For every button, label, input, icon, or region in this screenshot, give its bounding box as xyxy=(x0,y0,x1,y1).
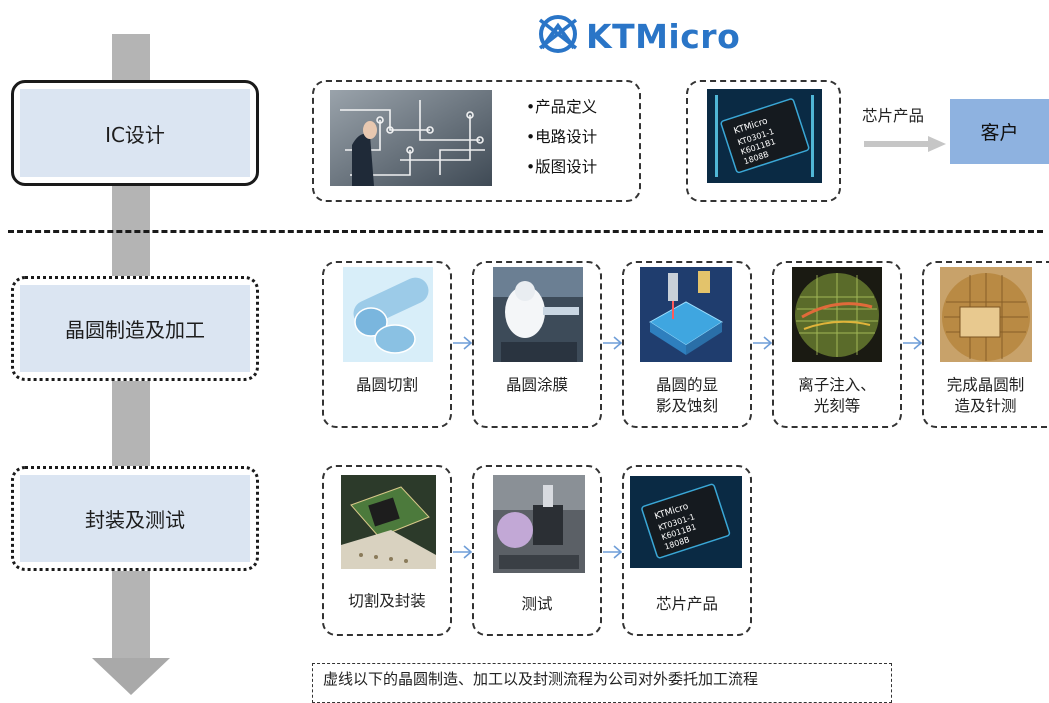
stage-label: IC设计 xyxy=(20,89,250,177)
wafer-step-label-line: 造及针测 xyxy=(954,397,1017,415)
wafer-coating-image xyxy=(493,267,583,362)
wafer-step-label-line: 晶圆切割 xyxy=(355,376,418,394)
bullet-item: •产品定义 xyxy=(526,98,598,116)
stage-label: 晶圆制造及加工 xyxy=(20,285,250,372)
package-step-label: 芯片产品 xyxy=(622,594,752,615)
flow-arrow-icon xyxy=(453,335,473,354)
ion-implant-wafer-image xyxy=(792,267,882,362)
wafer-step-label-line: 影及蚀刻 xyxy=(655,397,718,415)
wafer-step-label-line: 完成晶圆制 xyxy=(946,376,1025,394)
bullet-item: •电路设计 xyxy=(526,128,598,146)
testing-image xyxy=(493,475,585,573)
wafer-step-label-line: 晶圆涂膜 xyxy=(505,376,568,394)
circuit-design-image xyxy=(330,90,492,186)
wafer-slicing-image xyxy=(343,267,433,362)
wafer-step-label: 离子注入、 光刻等 xyxy=(772,375,902,417)
flow-arrow-icon xyxy=(753,335,773,354)
flow-arrow-icon xyxy=(903,335,923,354)
stage-packaging-testing: 封装及测试 xyxy=(11,466,259,571)
flow-arrow-icon xyxy=(603,544,623,563)
stage-label: 封装及测试 xyxy=(20,475,250,562)
wafer-step-label-line: 光刻等 xyxy=(813,397,861,415)
wafer-step-label-line: 离子注入、 xyxy=(798,376,876,394)
package-step-label-line: 测试 xyxy=(521,595,553,613)
customer-box: 客户 xyxy=(950,99,1049,164)
wafer-step-label: 完成晶圆制 造及针测 xyxy=(922,375,1049,417)
package-step-label: 测试 xyxy=(472,594,602,615)
package-step-label-line: 芯片产品 xyxy=(655,595,718,613)
stage-ic-design: IC设计 xyxy=(11,80,259,186)
chip-image: KTMicro KT0301-1 K6011B1 1808B xyxy=(707,89,822,183)
packaging-image xyxy=(341,475,436,569)
product-arrow xyxy=(864,136,946,156)
wafer-step-label-line: 晶圆的显 xyxy=(655,376,718,394)
final-chip-image: KTMicro KT0301-1 K6011B1 1808B xyxy=(630,476,742,568)
bullet-item: •版图设计 xyxy=(526,158,598,176)
logo-text: KTMicro xyxy=(586,16,741,56)
ktmicro-logo: KTMicro xyxy=(536,12,740,60)
product-arrow-label: 芯片产品 xyxy=(862,107,925,125)
kt-logo-icon xyxy=(536,12,580,60)
wafer-step-label: 晶圆涂膜 xyxy=(472,375,602,396)
wafer-probe-image xyxy=(940,267,1032,362)
stage-wafer-manufacturing: 晶圆制造及加工 xyxy=(11,276,259,381)
wafer-step-label: 晶圆切割 xyxy=(322,375,452,396)
package-step-label: 切割及封装 xyxy=(322,591,452,612)
wafer-etching-image xyxy=(640,267,732,362)
process-arrow-head xyxy=(92,658,170,695)
wafer-step-label: 晶圆的显 影及蚀刻 xyxy=(622,375,752,417)
ic-design-bullet-list: •产品定义 •电路设计 •版图设计 xyxy=(526,92,597,182)
outsourcing-separator xyxy=(8,230,1043,233)
package-step-label-line: 切割及封装 xyxy=(348,592,426,610)
flow-arrow-icon xyxy=(603,335,623,354)
outsourcing-note: 虚线以下的晶圆制造、加工以及封测流程为公司对外委托加工流程 xyxy=(312,663,892,703)
flow-arrow-icon xyxy=(453,544,473,563)
